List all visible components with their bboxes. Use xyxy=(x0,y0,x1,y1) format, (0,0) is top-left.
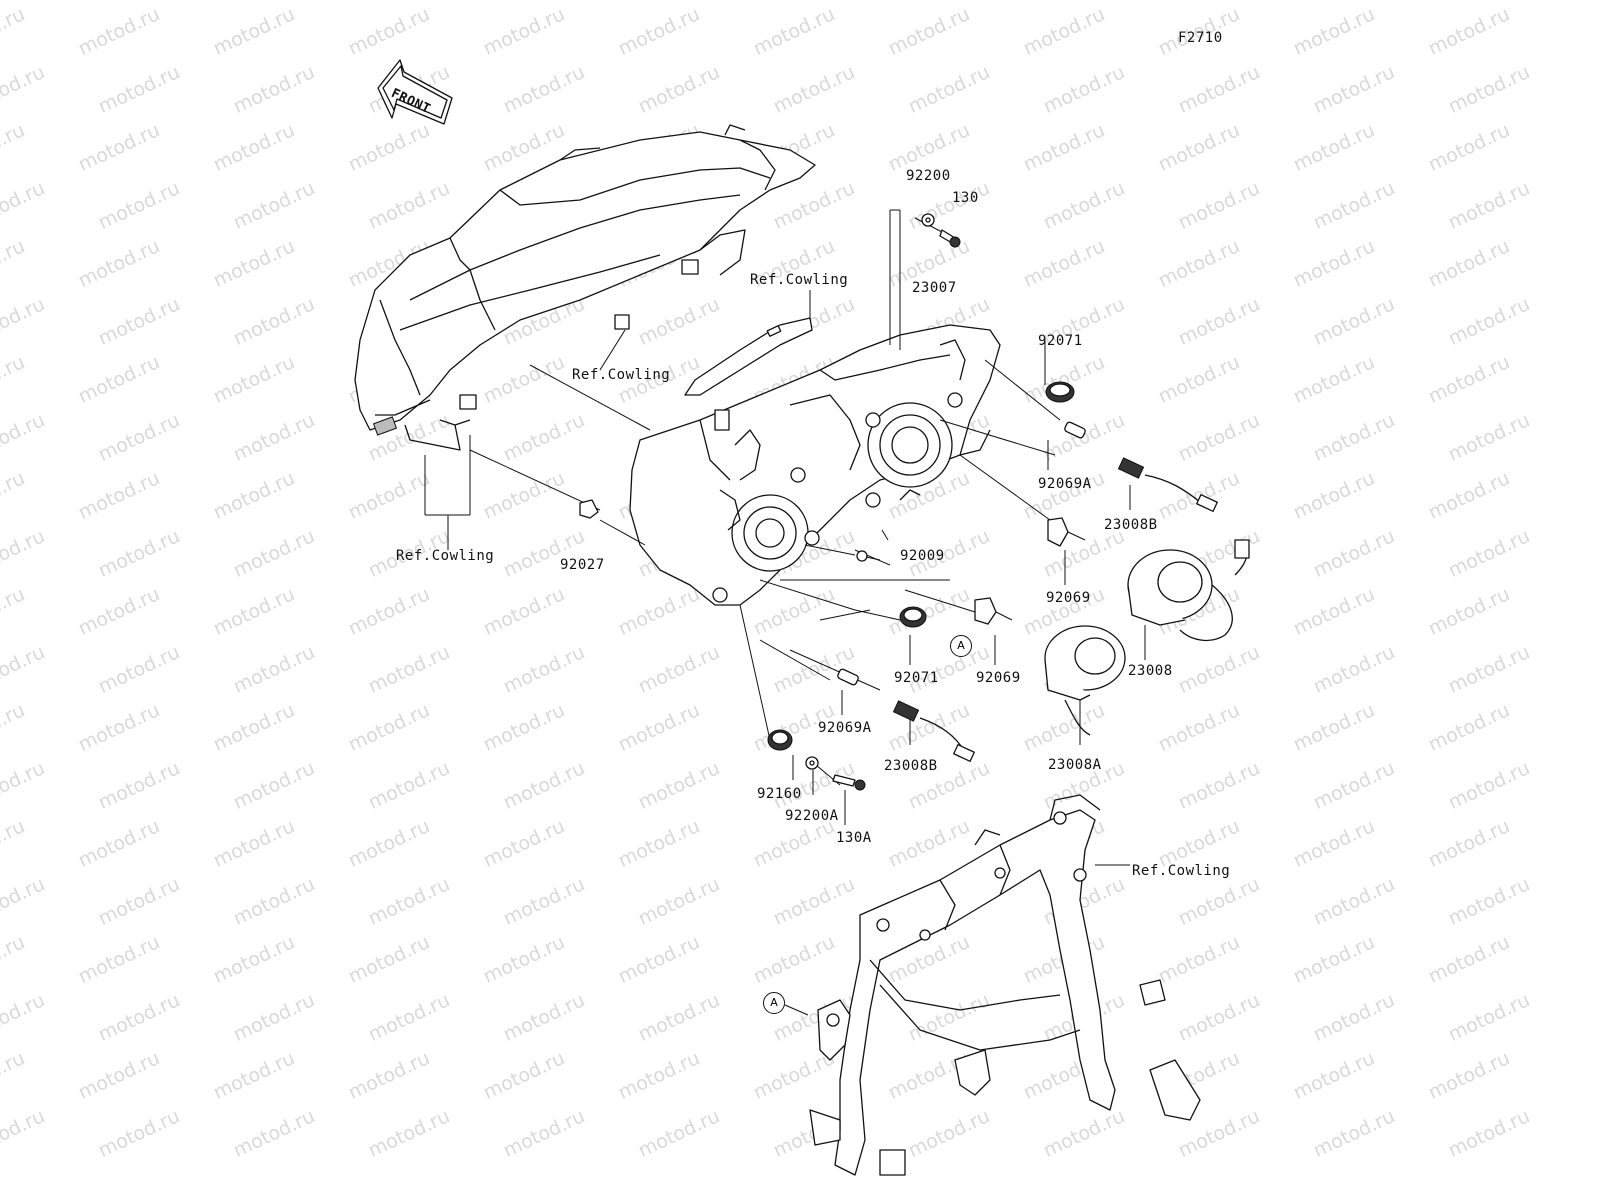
ref-cowling-label-3[interactable]: Ref.Cowling xyxy=(396,548,495,564)
headlight-stay-frame xyxy=(809,794,1201,1176)
part-23008A-label[interactable]: 23008A xyxy=(1048,757,1102,773)
callout-a-frame: A xyxy=(763,992,785,1014)
part-92200-label[interactable]: 92200 xyxy=(906,168,951,184)
headlight-housing xyxy=(629,324,1001,606)
part-92069A-top-label[interactable]: 92069A xyxy=(1038,476,1092,492)
front-direction-arrow-icon xyxy=(377,59,453,125)
part-92071-mid-label[interactable]: 92071 xyxy=(894,670,939,686)
part-92200A-label[interactable]: 92200A xyxy=(785,808,839,824)
ref-cowling-label-2[interactable]: Ref.Cowling xyxy=(572,367,671,383)
part-92069-right-label[interactable]: 92069 xyxy=(1046,590,1091,606)
part-92027-label[interactable]: 92027 xyxy=(560,557,605,573)
part-23008-label[interactable]: 23008 xyxy=(1128,663,1173,679)
small-parts xyxy=(579,213,1250,791)
part-23008B-top-label[interactable]: 23008B xyxy=(1104,517,1158,533)
figure-code: F2710 xyxy=(1178,30,1223,46)
upper-cowling-cover xyxy=(354,124,816,451)
part-92160-label[interactable]: 92160 xyxy=(757,786,802,802)
part-23007-label[interactable]: 23007 xyxy=(912,280,957,296)
part-130-label[interactable]: 130 xyxy=(952,190,979,206)
part-23008B-mid-label[interactable]: 23008B xyxy=(884,758,938,774)
part-92069A-mid-label[interactable]: 92069A xyxy=(818,720,872,736)
part-92009-label[interactable]: 92009 xyxy=(900,548,945,564)
callout-a-mid: A xyxy=(950,635,972,657)
ref-cowling-label-1[interactable]: Ref.Cowling xyxy=(750,272,849,288)
part-130A-label[interactable]: 130A xyxy=(836,830,872,846)
part-92071-top-label[interactable]: 92071 xyxy=(1038,333,1083,349)
part-92069-mid-label[interactable]: 92069 xyxy=(976,670,1021,686)
ref-cowling-label-4[interactable]: Ref.Cowling xyxy=(1132,863,1231,879)
cowling-bracket xyxy=(684,317,813,396)
